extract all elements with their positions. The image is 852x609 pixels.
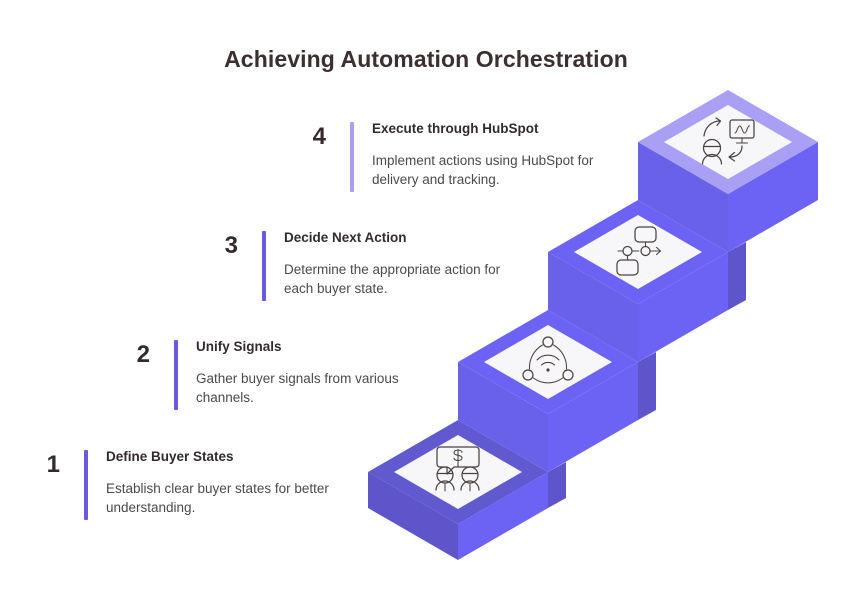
step-text-3: Decide Next Action Determine the appropr…: [284, 229, 516, 299]
step-accent-bar-2: [174, 340, 178, 410]
step-description-2: Gather buyer signals from various channe…: [196, 370, 399, 406]
page-title: Achieving Automation Orchestration: [224, 46, 628, 72]
step-number-4: 4: [312, 123, 326, 150]
step-block-1: 1 Define Buyer States Establish clear bu…: [30, 448, 338, 520]
step-heading-1: Define Buyer States: [106, 449, 234, 464]
step-accent-bar-3: [262, 231, 266, 301]
step-block-3: 3 Decide Next Action Determine the appro…: [208, 229, 516, 301]
step-heading-2: Unify Signals: [196, 339, 282, 354]
step-block-4: 4 Execute through HubSpot Implement acti…: [296, 120, 604, 192]
step-description-4: Implement actions using HubSpot for deli…: [372, 152, 594, 188]
step-accent-bar-4: [350, 122, 354, 192]
step-description-1: Establish clear buyer states for better …: [106, 480, 329, 516]
step-text-1: Define Buyer States Establish clear buye…: [106, 448, 338, 518]
icon-workflow-flowchart-arrow: [616, 226, 662, 276]
icon-person-monitor-chart-arrows: [701, 117, 755, 165]
step-number-1: 1: [46, 451, 60, 478]
step-description-3: Determine the appropriate action for eac…: [284, 261, 501, 297]
step-heading-3: Decide Next Action: [284, 230, 407, 245]
step-block-2: 2 Unify Signals Gather buyer signals fro…: [120, 338, 428, 410]
icon-two-people-dollar-speech-bubble: [435, 446, 480, 492]
step-accent-bar-1: [84, 450, 88, 520]
isometric-staircase-graphic: [360, 90, 852, 570]
step-heading-4: Execute through HubSpot: [372, 121, 539, 136]
step-number-3: 3: [224, 232, 238, 259]
stair-step-4: [638, 90, 818, 252]
step-number-2: 2: [136, 341, 150, 368]
step-text-4: Execute through HubSpot Implement action…: [372, 120, 604, 190]
icon-network-signal-nodes: [522, 336, 574, 384]
step-text-2: Unify Signals Gather buyer signals from …: [196, 338, 428, 408]
